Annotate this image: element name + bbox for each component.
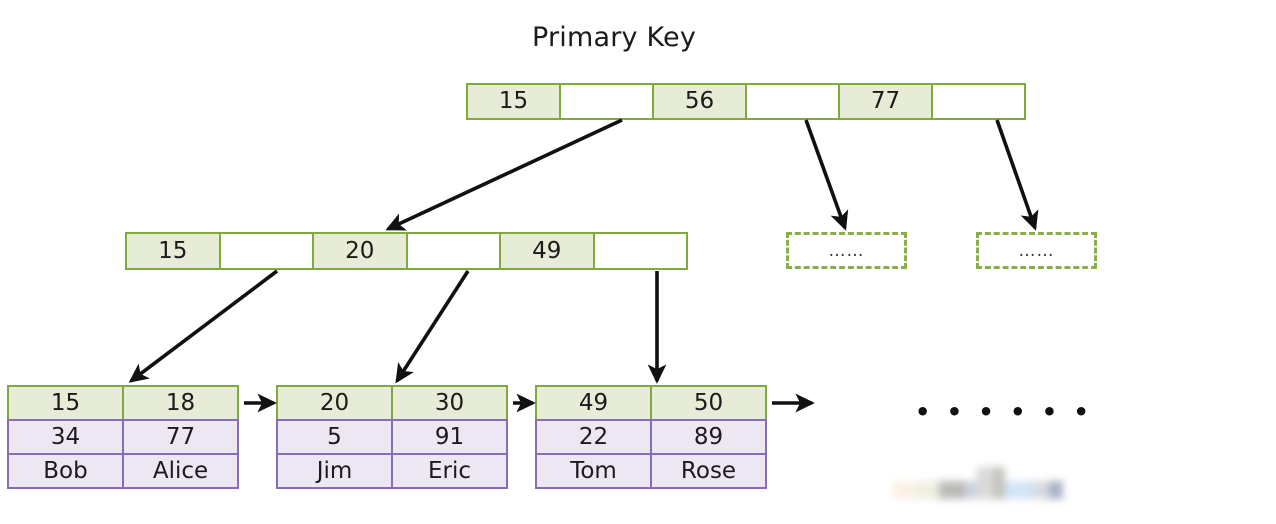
placeholder-node-2-label: …… bbox=[1018, 240, 1055, 261]
leaf-node-2-value-row: 5 91 bbox=[276, 419, 508, 455]
internal-cell-key-2: 49 bbox=[499, 232, 595, 270]
leaf-1-value-0: 34 bbox=[7, 419, 124, 455]
leaf-node-1-value-row: 34 77 bbox=[7, 419, 239, 455]
leaf-3-name-0: Tom bbox=[535, 453, 652, 489]
leaf-node-2: 20 30 5 91 Jim Eric bbox=[276, 385, 508, 489]
leaf-1-name-0: Bob bbox=[7, 453, 124, 489]
internal-node: 15 20 49 bbox=[125, 232, 688, 270]
edge-internal-to-leaf-1 bbox=[128, 269, 279, 383]
root-node: 15 56 77 bbox=[466, 83, 1026, 120]
leaf-3-key-0: 49 bbox=[535, 385, 652, 421]
leaf-1-value-1: 77 bbox=[122, 419, 239, 455]
root-cell-pointer-0 bbox=[559, 83, 654, 120]
leaf-node-1-name-row: Bob Alice bbox=[7, 453, 239, 489]
placeholder-node-1: …… bbox=[786, 232, 907, 269]
leaf-node-1: 15 18 34 77 Bob Alice bbox=[7, 385, 239, 489]
leaf-3-name-1: Rose bbox=[650, 453, 767, 489]
leaf-2-value-0: 5 bbox=[276, 419, 393, 455]
leaf-2-name-0: Jim bbox=[276, 453, 393, 489]
placeholder-node-1-label: …… bbox=[828, 240, 865, 261]
internal-cell-key-1: 20 bbox=[312, 232, 408, 270]
root-cell-key-1: 56 bbox=[652, 83, 747, 120]
leaf-1-key-1: 18 bbox=[122, 385, 239, 421]
edge-root-to-internal bbox=[385, 118, 623, 231]
leaf-1-name-1: Alice bbox=[122, 453, 239, 489]
internal-cell-key-0: 15 bbox=[125, 232, 221, 270]
leaf-node-2-key-row: 20 30 bbox=[276, 385, 508, 421]
edge-internal-to-leaf-2 bbox=[395, 270, 470, 384]
leaf-2-name-1: Eric bbox=[391, 453, 508, 489]
leaf-1-key-0: 15 bbox=[7, 385, 124, 421]
leaf-3-value-0: 22 bbox=[535, 419, 652, 455]
root-cell-key-2: 77 bbox=[838, 83, 933, 120]
internal-cell-pointer-1 bbox=[405, 232, 501, 270]
blurred-watermark-remnant bbox=[893, 461, 1063, 499]
leaf-3-key-1: 50 bbox=[650, 385, 767, 421]
leaf-node-2-name-row: Jim Eric bbox=[276, 453, 508, 489]
leaf-node-3: 49 50 22 89 Tom Rose bbox=[535, 385, 767, 489]
leaf-3-value-1: 89 bbox=[650, 419, 767, 455]
edge-root-to-placeholder-2 bbox=[995, 119, 1039, 231]
page-title: Primary Key bbox=[0, 22, 1276, 53]
leaf-node-3-name-row: Tom Rose bbox=[535, 453, 767, 489]
leaf-2-value-1: 91 bbox=[391, 419, 508, 455]
edge-root-to-placeholder-1 bbox=[804, 119, 849, 231]
leaf-2-key-1: 30 bbox=[391, 385, 508, 421]
root-cell-pointer-2 bbox=[931, 83, 1026, 120]
page-title-text: Primary Key bbox=[531, 22, 697, 53]
placeholder-node-2: …… bbox=[976, 232, 1097, 269]
root-cell-key-0: 15 bbox=[466, 83, 561, 120]
internal-cell-pointer-2 bbox=[592, 232, 688, 270]
internal-cell-pointer-0 bbox=[218, 232, 314, 270]
trailing-ellipsis: • • • • • • bbox=[915, 398, 1093, 426]
leaf-node-1-key-row: 15 18 bbox=[7, 385, 239, 421]
leaf-2-key-0: 20 bbox=[276, 385, 393, 421]
root-cell-pointer-1 bbox=[745, 83, 840, 120]
leaf-node-3-key-row: 49 50 bbox=[535, 385, 767, 421]
leaf-node-3-value-row: 22 89 bbox=[535, 419, 767, 455]
